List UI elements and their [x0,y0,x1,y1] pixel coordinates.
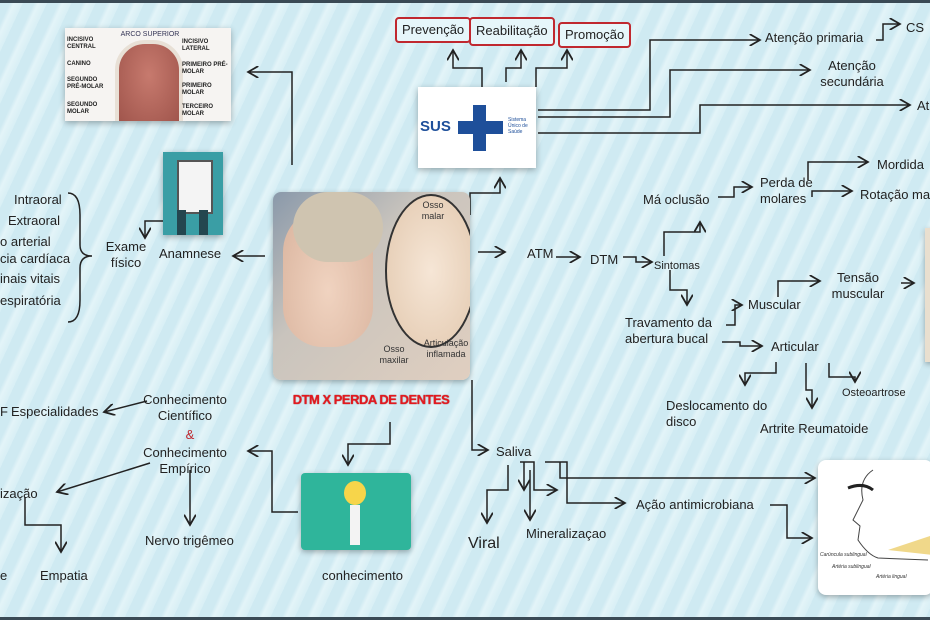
mineralizacao-node: Mineralizaçao [526,526,607,541]
conhecimento-empirico-node: Conhecimento Empírico [143,445,227,476]
articular-node: Articular [771,339,819,354]
goal-label: Promoção [565,27,625,42]
dtm-node: DTM [590,252,619,267]
tooth-label: SEGUNDO MOLAR [67,102,98,115]
person-figure [350,505,360,545]
arm-left [177,210,186,235]
mordida-node: Mordida [877,157,924,172]
ampersand: & [185,427,195,442]
atencao-secundaria: Atenção secundária [820,58,884,89]
clipboard-image [163,152,223,235]
artrite-node: Artrite Reumatoide [760,421,869,436]
hair [293,192,383,262]
goal-promocao: Promoção [558,22,632,48]
izacao-node: ização [0,486,38,501]
atencao-primaria: Atenção primaria [765,30,864,45]
exam-item: espiratória [0,293,61,308]
top-border [0,0,930,3]
label-osso-malar: Osso malar [421,200,445,221]
central-dtm-image: Osso malar Osso maxilar Articulação infl… [273,192,470,380]
atencao-terciaria: At [917,98,930,113]
viral-node: Viral [468,535,500,552]
palate-drawing [115,40,183,121]
saliva-node: Saliva [496,444,532,459]
exam-item: Intraoral [14,192,62,207]
sus-logo-card: SUS Sistema Único de Saúde [418,87,536,168]
ma-oclusao-node: Má oclusão [643,192,710,207]
face-label: Carúncula sublingual [820,552,867,558]
empatia-node: Empatia [40,568,88,583]
sus-logo-text: SUS [420,118,451,135]
conhecimento-caption: conhecimento [322,568,403,583]
exam-item: Extraoral [8,213,61,228]
face-label: Artéria sublingual [832,564,871,570]
osteoartrose-node: Osteoartrose [842,387,906,399]
acao-antimicrobiana-node: Ação antimicrobiana [636,497,754,512]
nervo-trigemeo-node: Nervo trigêmeo [145,533,234,548]
exame-fisico-node: Exame físico [105,239,147,270]
clipboard-icon [177,160,213,214]
tooth-label: INCISIVO CENTRAL [67,37,96,50]
sus-cross-icon-bar [458,121,503,134]
bottom-border [0,617,930,620]
face-profile-drawing [847,469,930,561]
label-articulacao: Articulação inflamada [423,338,469,359]
exam-item: o arterial [0,234,51,249]
tooth-label: INCISIVO LATERAL [182,39,210,52]
right-edge-image [925,228,930,362]
face-label: Artéria lingual [876,574,907,580]
tensao-muscular-node: Tensão muscular [831,270,885,301]
goal-reabilitacao: Reabilitação [469,17,555,46]
f-node: F [0,404,8,419]
salivary-glands-image: Carúncula sublingual Artéria sublingual … [818,460,930,595]
goal-label: Prevenção [402,22,465,37]
tooth-label: PRIMEIRO PRÉ-MOLAR [182,62,228,75]
lightbulb-image [301,473,411,550]
teeth-title: ARCO SUPERIOR [120,31,180,38]
conhecimento-cientifico-node: Conhecimento Científico [143,392,227,423]
central-title: DTM X PERDA DE DENTES [292,392,450,407]
muscular-node: Muscular [748,297,801,312]
sintomas-node: Sintomas [654,260,700,272]
lightbulb-icon [344,481,366,505]
teeth-arch-image: ARCO SUPERIOR INCISIVO CENTRAL CANINO SE… [65,28,231,121]
e-node: e [0,568,8,583]
travamento-node: Travamento da abertura bucal [625,315,712,346]
label-osso-maxilar: Osso maxilar [379,344,409,365]
tooth-label: CANINO [67,61,91,67]
anamnese-node: Anamnese [159,246,222,261]
exam-item: inais vitais [0,271,60,286]
tooth-label: PRIMEIRO MOLAR [182,83,212,96]
arm-right [199,210,208,235]
tooth-label: SEGUNDO PRÉ-MOLAR [67,77,104,90]
exam-item: cia cardíaca [0,251,71,266]
cs-label: CS [906,20,925,35]
perda-molares-node: Perda de molares [760,175,813,206]
deslocamento-node: Deslocamento do disco [666,398,768,429]
atm-node: ATM [527,246,554,261]
rotacao-node: Rotação ma [860,187,930,202]
especialidades-node: Especialidades [11,404,99,419]
goal-prevencao: Prevenção [395,17,472,43]
tooth-label: TERCEIRO MOLAR [182,104,214,117]
sus-subtitle: Sistema Único de Saúde [508,117,528,135]
goal-label: Reabilitação [476,23,548,38]
jaw-joint-zoom [385,194,470,348]
